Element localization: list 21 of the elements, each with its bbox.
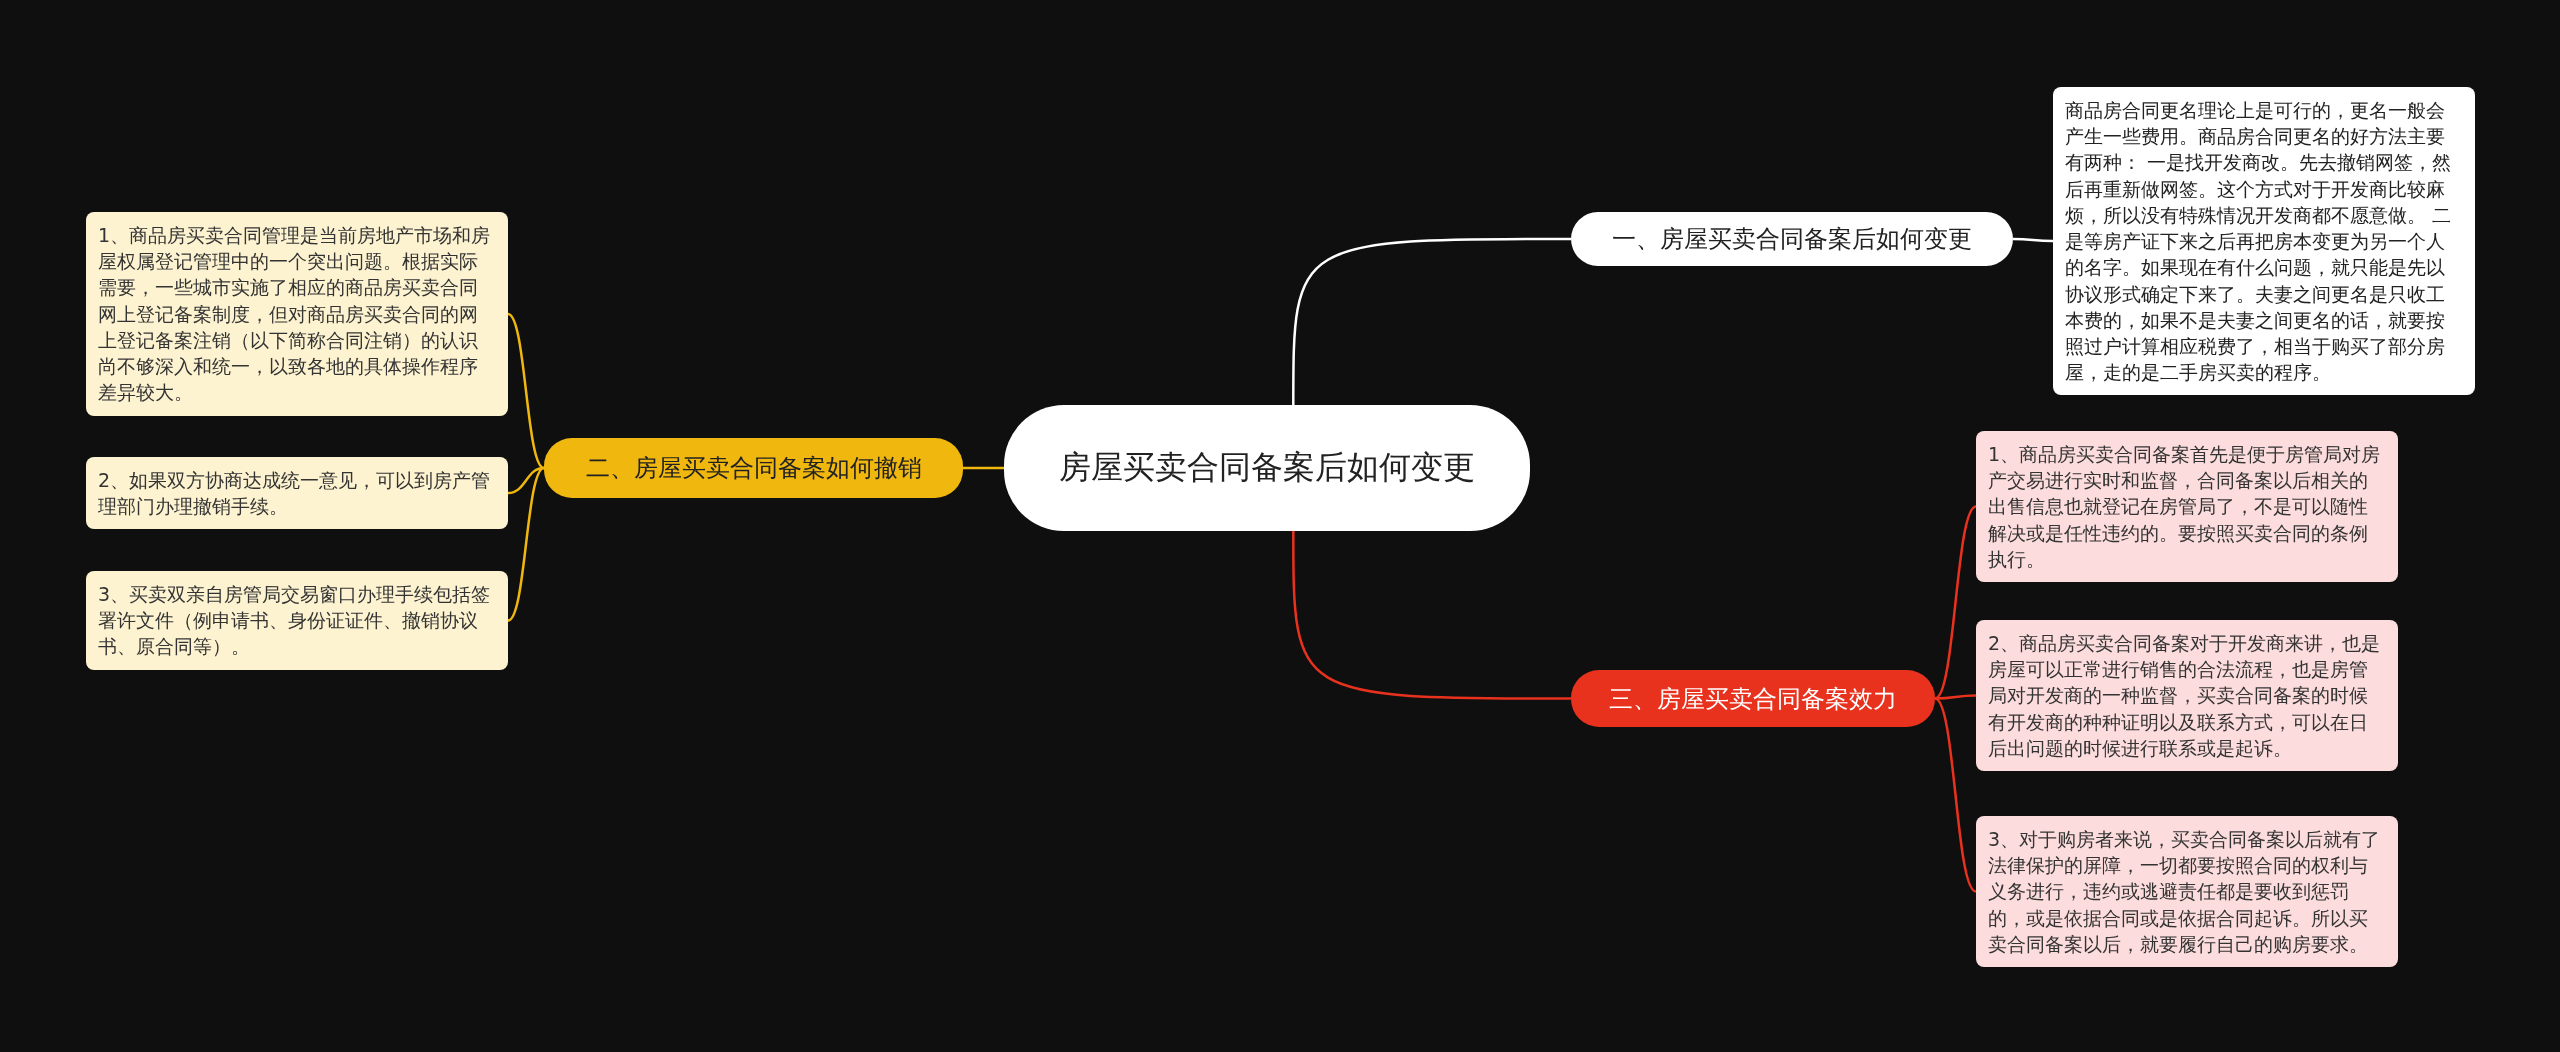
central-topic: 房屋买卖合同备案后如何变更 (1004, 405, 1530, 531)
branch-topic: 三、房屋买卖合同备案效力 (1571, 670, 1935, 727)
connector-line (507, 467, 545, 622)
branch-topic: 二、房屋买卖合同备案如何撤销 (544, 438, 963, 498)
branch-topic: 一、房屋买卖合同备案后如何变更 (1571, 212, 2013, 266)
note-card: 3、买卖双亲自房管局交易窗口办理手续包括签署许文件（例申请书、身份证证件、撤销协议书、原合同等）。 (86, 571, 508, 670)
connector-line (2013, 237, 2053, 243)
note-card: 商品房合同更名理论上是可行的，更名一般会产生一些费用。商品房合同更名的好方法主要有两种： 一是找开发商改。先去撤销网签，然后再重新做网签。这个方式对于开发商比较麻烦，所以没有特殊情况开发商都不愿意做。 二是等房产证下来之后再把房本变更为另一个人的名字。如果现在有什么问题，就只能是先以协议形式确定下来了。夫妻之间更名是只收工本费的，如果不是夫妻之间更名的话，就要按照过户计算相应税费了，相当于购买了部分房屋，走的是二手房买卖的程序。 (2053, 87, 2475, 396)
connector-line (1292, 237, 1571, 405)
note-card: 2、商品房买卖合同备案对于开发商来讲，也是房屋可以正常进行销售的合法流程，也是房管局对开发商的一种监督，买卖合同备案的时候有开发商的种种证明以及联系方式，可以在日后出问题的时候进行联系或是起诉。 (1976, 620, 2398, 772)
connector-line (1934, 697, 1977, 893)
connector-line (1935, 694, 1976, 700)
note-card: 1、商品房买卖合同备案首先是便于房管局对房产交易进行实时和监督，合同备案以后相关的出售信息也就登记在房管局了，不是可以随性解决或是任性违约的。要按照买卖合同的条例执行。 (1976, 431, 2398, 583)
connector-line (963, 466, 1004, 470)
connector-line (1934, 505, 1977, 700)
note-card: 2、如果双方协商达成统一意见，可以到房产管理部门办理撤销手续。 (86, 457, 508, 530)
note-card: 1、商品房买卖合同管理是当前房地产市场和房屋权属登记管理中的一个突出问题。根据实际需要，一些城市实施了相应的商品房买卖合同网上登记备案制度，但对商品房买卖合同的网上登记备案注销（以下简称合同注销）的认识尚不够深入和统一，以致各地的具体操作程序差异较大。 (86, 212, 508, 416)
connector-line (507, 313, 545, 469)
connector-line (507, 466, 545, 495)
note-card: 3、对于购房者来说，买卖合同备案以后就有了法律保护的屏障，一切都要按照合同的权利与义务进行，违约或逃避责任都是要收到惩罚的，或是依据合同或是依据合同起诉。所以买卖合同备案以后，就要履行自己的购房要求。 (1976, 816, 2398, 968)
connector-line (1292, 531, 1571, 700)
